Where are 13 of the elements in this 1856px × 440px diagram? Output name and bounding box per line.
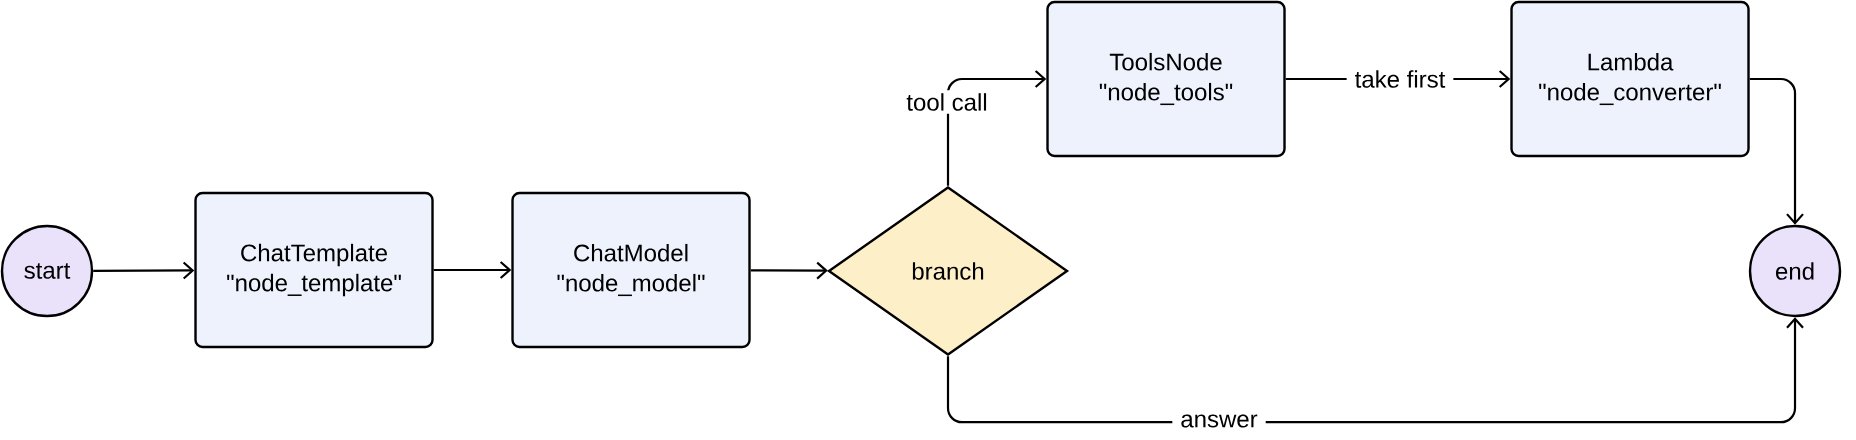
process-box: Lambda "node_converter" [1510, 0, 1750, 158]
process-box: ToolsNode "node_tools" [1046, 0, 1286, 158]
arrow [946, 70, 1047, 186]
arrow [946, 317, 1804, 424]
process-box: ChatModel "node_model" [511, 191, 751, 349]
arrow [750, 261, 828, 280]
arrow [433, 261, 512, 279]
edge-label: tool call [898, 90, 996, 114]
edge-label: answer [1172, 411, 1266, 431]
process-box: ChatTemplate "node_template" [194, 191, 434, 349]
arrow [1749, 77, 1804, 225]
arrow [93, 261, 195, 280]
edge-label: take first [1346, 67, 1454, 91]
